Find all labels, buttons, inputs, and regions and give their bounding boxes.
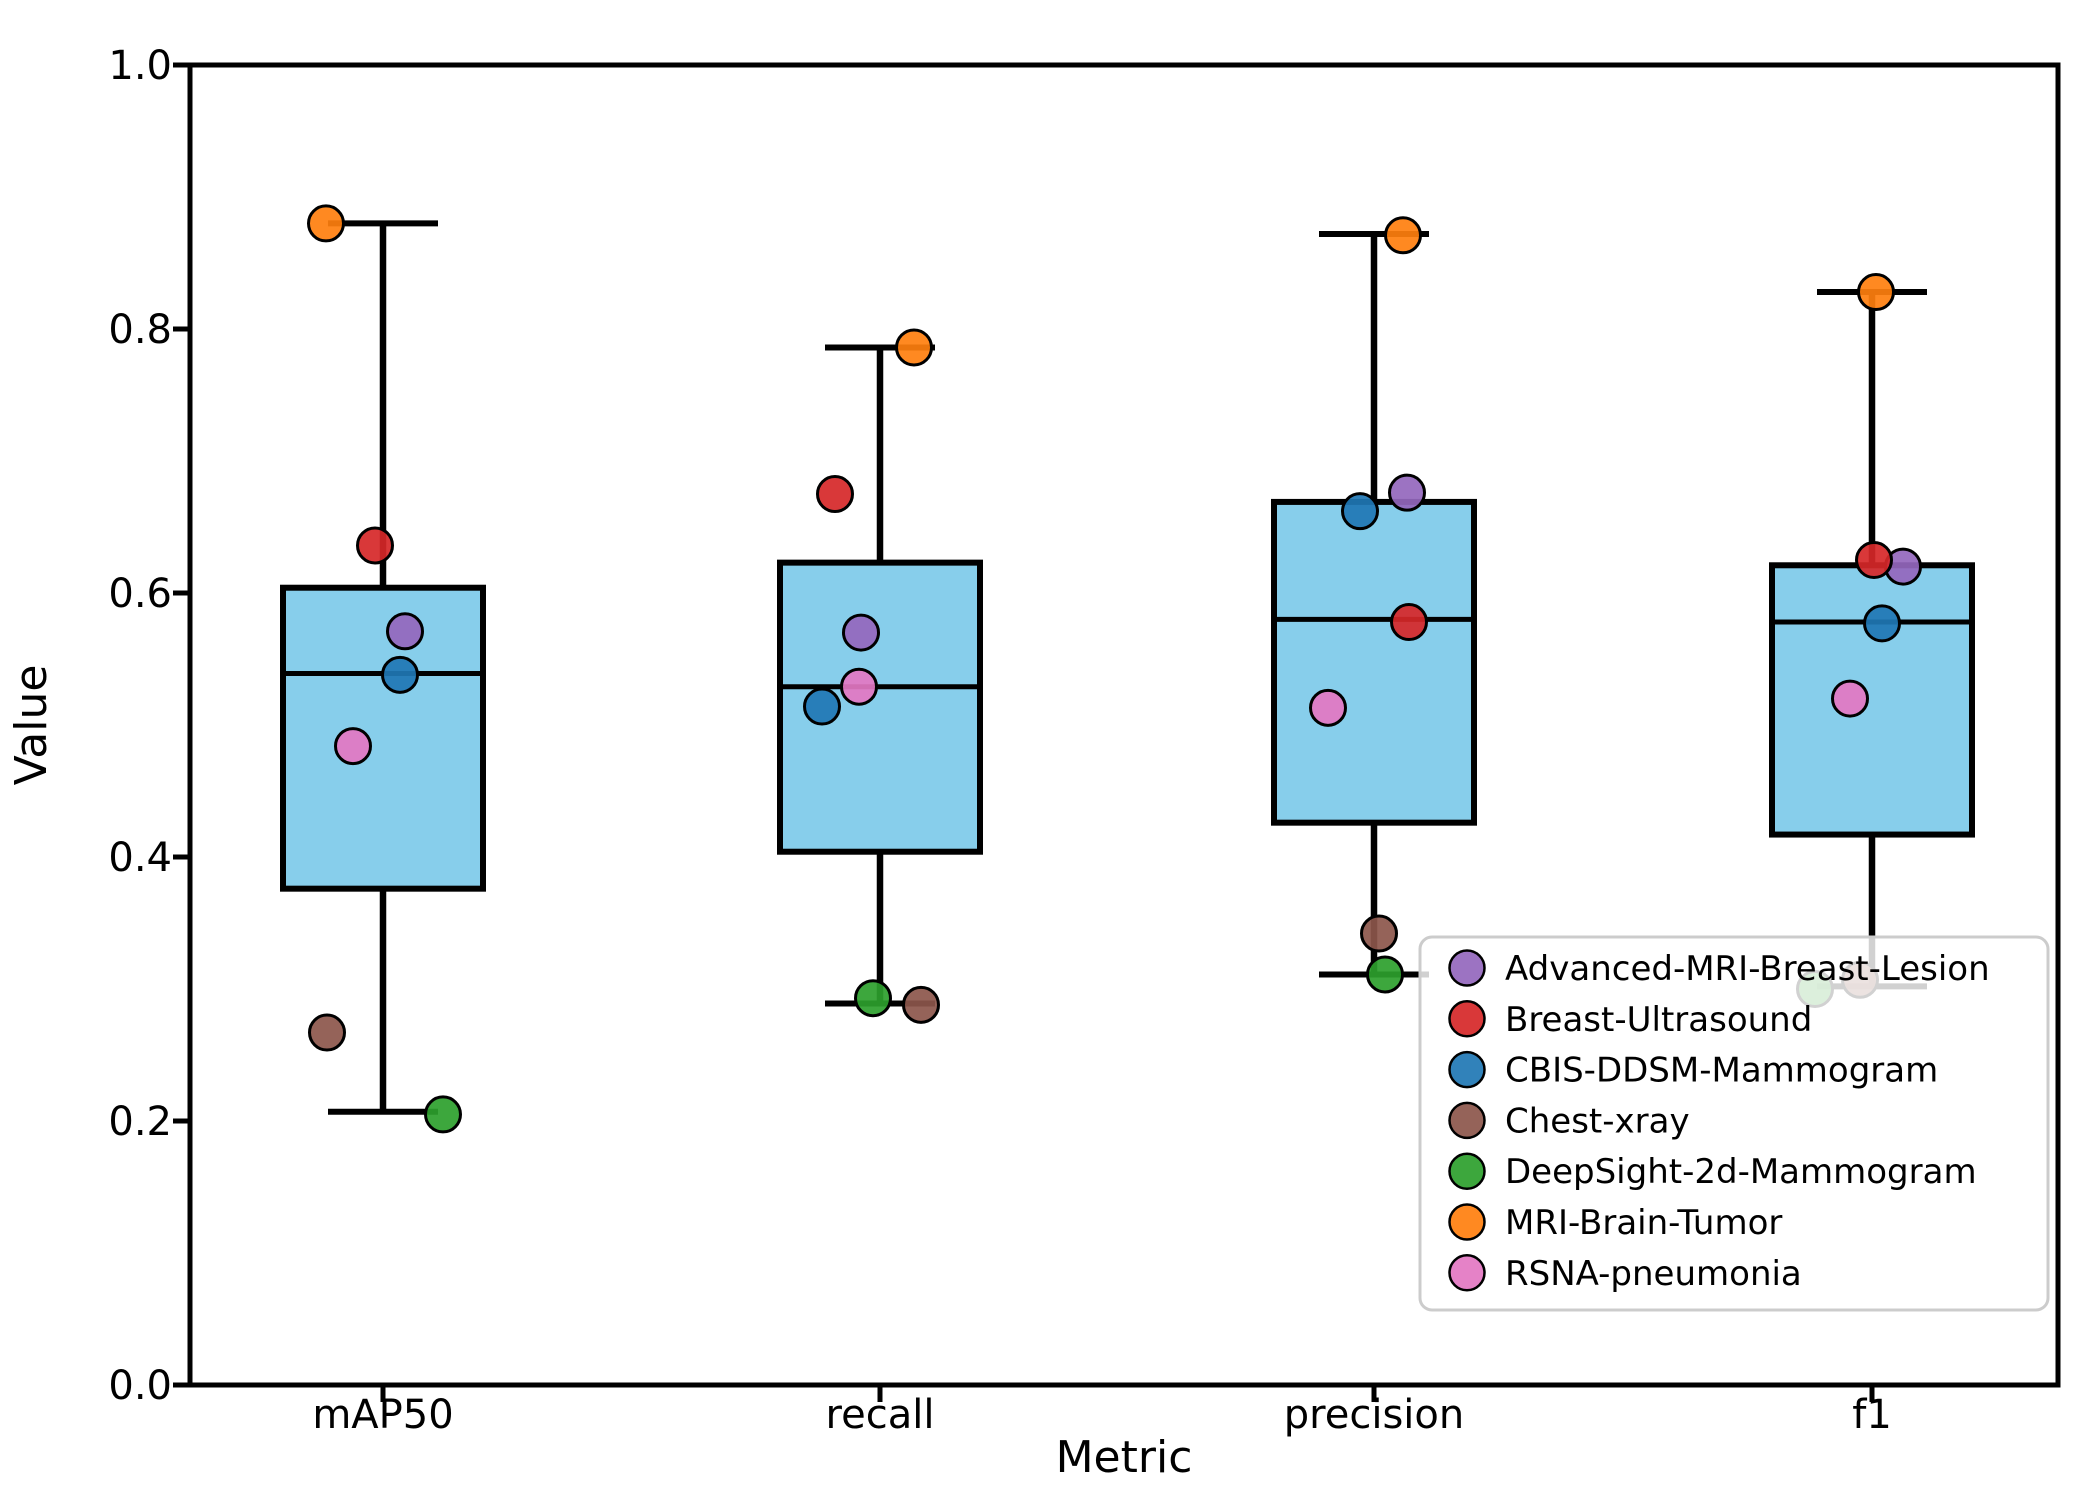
legend-item-label: CBIS-DDSM-Mammogram: [1505, 1051, 1938, 1091]
axes-frame: [187, 62, 2061, 1388]
data-point-RSNA-pneumonia-f1: [1831, 679, 1869, 718]
legend-item-label: Breast-Ultrasound: [1505, 1000, 1812, 1040]
legend-swatch-icon-DeepSight-2d-Mammogram: [1448, 1152, 1486, 1190]
data-point-Breast-Ultrasound-recall: [816, 475, 854, 513]
x-axis-title: Metric: [1056, 1432, 1193, 1483]
data-point-MRI-Brain-Tumor-mAP50: [307, 204, 345, 243]
data-point-RSNA-pneumonia-mAP50: [334, 727, 372, 766]
data-point-DeepSight-2d-Mammogram-mAP50: [424, 1095, 462, 1134]
legend-item-label: DeepSight-2d-Mammogram: [1505, 1152, 1977, 1192]
legend-swatch-icon-Advanced-MRI-Breast-Lesion: [1448, 949, 1486, 987]
data-point-Breast-Ultrasound-f1: [1855, 541, 1893, 579]
data-point-Advanced-MRI-Breast-Lesion-precision: [1388, 473, 1426, 512]
data-point-DeepSight-2d-Mammogram-precision: [1366, 955, 1404, 994]
data-point-RSNA-pneumonia-precision: [1309, 688, 1347, 727]
data-point-MRI-Brain-Tumor-recall: [895, 328, 933, 367]
data-point-MRI-Brain-Tumor-precision: [1384, 216, 1422, 255]
legend-swatch-icon-CBIS-DDSM-Mammogram: [1448, 1050, 1486, 1089]
legend-swatch-icon-MRI-Brain-Tumor: [1448, 1203, 1486, 1241]
legend-swatch-icon-Chest-xray: [1448, 1101, 1486, 1140]
data-point-DeepSight-2d-Mammogram-recall: [854, 979, 892, 1018]
data-point-CBIS-DDSM-Mammogram-f1: [1863, 604, 1901, 643]
box-f1: [1769, 562, 1975, 838]
y-tick-label: 0.6: [108, 571, 172, 617]
data-point-MRI-Brain-Tumor-f1: [1857, 273, 1895, 312]
legend-swatch-icon-Breast-Ultrasound: [1448, 1000, 1486, 1038]
data-point-CBIS-DDSM-Mammogram-precision: [1341, 492, 1379, 531]
y-tick-label: 1.0: [108, 43, 172, 89]
y-tick-label: 0.8: [108, 307, 172, 353]
data-point-Chest-xray-precision: [1360, 914, 1398, 953]
legend-item-label: Chest-xray: [1505, 1101, 1690, 1141]
data-point-CBIS-DDSM-Mammogram-recall: [803, 687, 841, 726]
y-tick-label: 0.4: [108, 835, 172, 881]
data-point-Breast-Ultrasound-mAP50: [356, 526, 394, 565]
box-precision: [1271, 498, 1477, 826]
data-point-CBIS-DDSM-Mammogram-mAP50: [381, 655, 419, 694]
y-tick-label: 0.0: [108, 1363, 172, 1409]
legend-box: [1418, 935, 2050, 1312]
data-point-Advanced-MRI-Breast-Lesion-mAP50: [386, 612, 424, 651]
data-point-Chest-xray-mAP50: [308, 1013, 346, 1052]
legend-swatch-icon-RSNA-pneumonia: [1448, 1254, 1486, 1292]
legend-item-label: MRI-Brain-Tumor: [1505, 1203, 1782, 1243]
x-tick-label-mAP50: mAP50: [312, 1392, 453, 1438]
box-mAP50: [280, 584, 486, 892]
data-point-RSNA-pneumonia-recall: [840, 667, 878, 706]
y-tick-label: 0.2: [108, 1099, 172, 1145]
data-point-Breast-Ultrasound-precision: [1390, 603, 1428, 642]
legend-item-label: RSNA-pneumonia: [1505, 1254, 1802, 1294]
data-point-Chest-xray-recall: [902, 985, 940, 1024]
y-axis-title: Value: [6, 665, 57, 786]
data-point-Advanced-MRI-Breast-Lesion-recall: [842, 613, 880, 652]
x-tick-label-precision: precision: [1284, 1392, 1464, 1438]
legend-item-label: Advanced-MRI-Breast-Lesion: [1505, 949, 1990, 989]
x-tick-label-f1: f1: [1852, 1392, 1892, 1438]
x-tick-label-recall: recall: [826, 1392, 935, 1438]
